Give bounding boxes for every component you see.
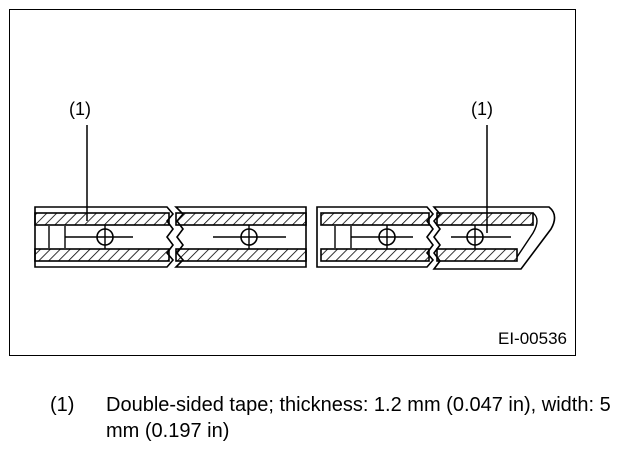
legend-item-text: Double-sided tape; thickness: 1.2 mm (0.… [106,394,611,442]
tape-segment-1 [34,206,175,268]
figure-frame: (1) (1) EI-00536 [9,9,576,356]
callout-label-right: (1) [471,99,493,119]
tape-segment-4 [432,206,556,270]
tape-segment-2 [174,206,307,268]
figure-id: EI-00536 [498,329,567,348]
tape-segment-3 [316,206,435,268]
tape-section-diagram [34,125,556,270]
legend-item-number: (1) [50,394,75,416]
callout-label-left: (1) [69,99,91,119]
